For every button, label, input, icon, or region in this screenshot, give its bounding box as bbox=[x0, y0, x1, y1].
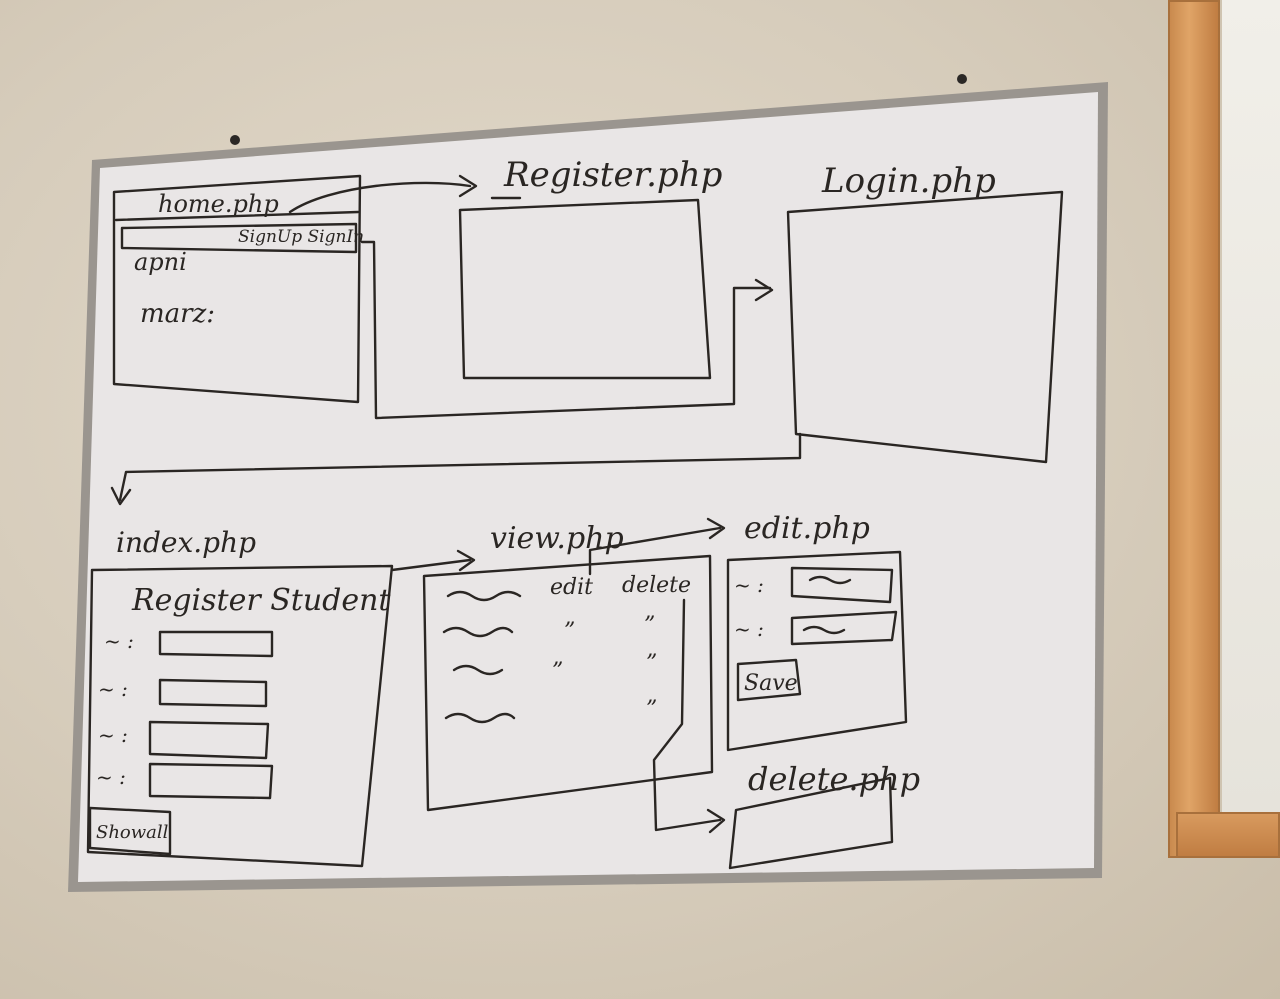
home-header-divider bbox=[114, 210, 360, 222]
home-title: home.php bbox=[158, 190, 279, 218]
mounting-pin bbox=[230, 135, 240, 145]
field-label: ~ : bbox=[104, 629, 134, 653]
view-title: view.php bbox=[490, 521, 624, 556]
input-box bbox=[148, 762, 274, 800]
view-col-edit: edit bbox=[550, 575, 593, 600]
field-squiggle bbox=[802, 625, 846, 635]
ditto-mark: ” bbox=[644, 613, 655, 638]
row-squiggle bbox=[452, 664, 504, 676]
connector-to-login bbox=[360, 240, 772, 420]
field-label: ~ : bbox=[98, 677, 128, 701]
home-line-1: apni bbox=[134, 248, 187, 276]
save-button-label: Save bbox=[744, 671, 798, 696]
window-light bbox=[1222, 0, 1280, 812]
input-box bbox=[148, 720, 270, 760]
arrow-home-to-register bbox=[288, 181, 472, 214]
ditto-mark: ” bbox=[646, 651, 657, 676]
index-heading: Register Student bbox=[131, 583, 391, 618]
input-box bbox=[158, 630, 274, 658]
index-title: index.php bbox=[116, 526, 256, 559]
input-box bbox=[790, 610, 898, 646]
home-line-2: marz: bbox=[140, 299, 215, 329]
field-squiggle bbox=[808, 575, 852, 585]
wooden-frame-side bbox=[1168, 0, 1220, 858]
showall-button-box bbox=[88, 806, 172, 856]
home-page-box bbox=[112, 174, 362, 404]
login-title: Login.php bbox=[821, 161, 996, 201]
field-label: ~ : bbox=[734, 617, 764, 641]
board-surface bbox=[78, 92, 1098, 882]
delete-page-box bbox=[728, 776, 894, 870]
register-title: Register.php bbox=[503, 155, 722, 195]
input-box bbox=[790, 566, 894, 604]
arrow-head bbox=[458, 174, 478, 198]
home-nav-bar bbox=[120, 222, 358, 254]
home-nav-links: SignUp SignIn bbox=[238, 227, 364, 247]
row-squiggle bbox=[446, 590, 522, 602]
view-col-delete: delete bbox=[622, 573, 691, 598]
save-button-box bbox=[736, 658, 802, 702]
wooden-frame-bottom bbox=[1176, 812, 1280, 858]
ditto-mark: ” bbox=[552, 659, 563, 684]
arrow-view-to-delete bbox=[652, 598, 722, 832]
row-squiggle bbox=[442, 626, 514, 638]
ditto-mark: ” bbox=[564, 619, 575, 644]
connector-login-to-index bbox=[118, 432, 802, 502]
mounting-pin bbox=[957, 74, 967, 84]
input-box bbox=[158, 678, 268, 708]
showall-button-label: Showall bbox=[96, 822, 169, 843]
arrow-head bbox=[754, 278, 774, 302]
index-page-box bbox=[86, 564, 394, 868]
ditto-mark: ” bbox=[646, 697, 657, 722]
arrow-view-to-edit bbox=[588, 526, 722, 576]
edit-title: edit.php bbox=[744, 511, 870, 546]
arrow-head bbox=[706, 517, 726, 540]
delete-title: delete.php bbox=[748, 760, 920, 798]
arrow-head bbox=[110, 486, 132, 506]
arrow-head bbox=[456, 549, 476, 572]
row-squiggle bbox=[444, 712, 516, 724]
edit-page-box bbox=[726, 550, 908, 752]
arrow-index-to-view bbox=[390, 558, 472, 572]
login-page-box bbox=[786, 190, 1064, 464]
register-page-box bbox=[458, 198, 712, 380]
arrow-head bbox=[706, 808, 726, 834]
field-label: ~ : bbox=[734, 573, 764, 597]
field-label: ~ : bbox=[98, 723, 128, 747]
view-page-box bbox=[422, 554, 714, 812]
field-label: ~ : bbox=[96, 765, 126, 789]
